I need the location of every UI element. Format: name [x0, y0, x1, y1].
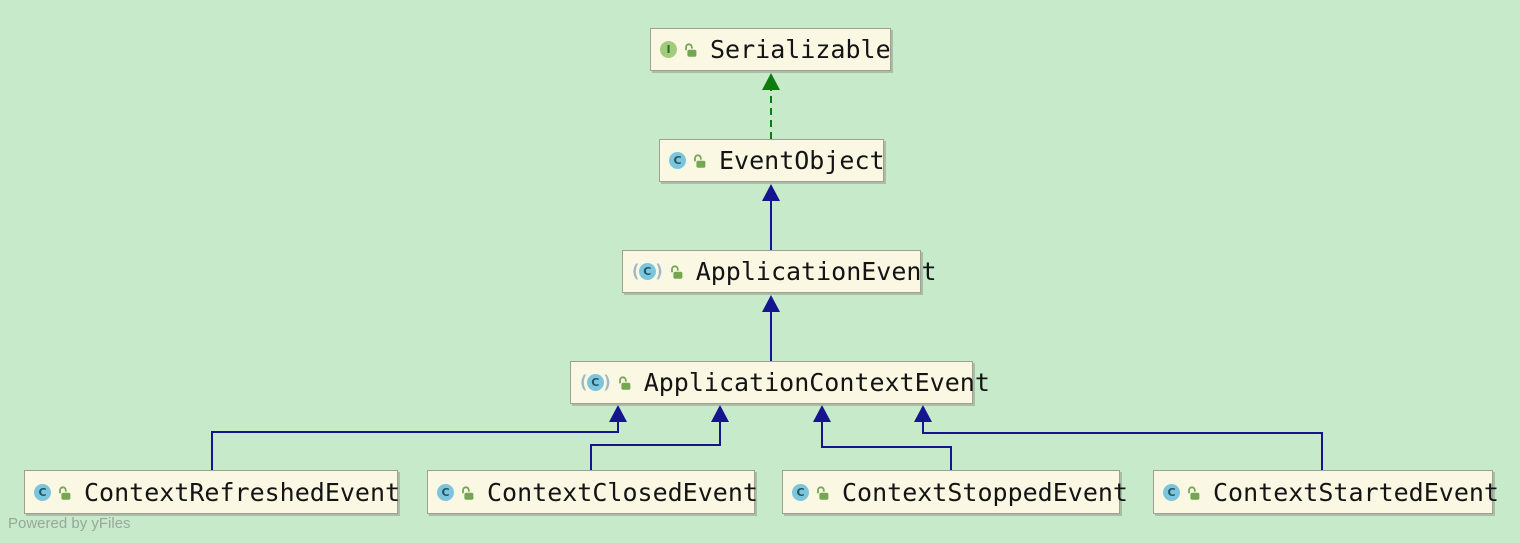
class-node-ApplicationContextEvent[interactable]: (C) ApplicationContextEvent	[570, 361, 990, 404]
class-icon: C	[669, 152, 686, 169]
abstract-class-icon: (C)	[630, 260, 665, 282]
badge-letter: C	[669, 152, 686, 169]
open-lock-icon	[618, 376, 631, 390]
edge-ContextClosedEvent-extends-ApplicationContextEvent	[590, 405, 729, 470]
class-node-EventObject[interactable]: C EventObject	[659, 139, 885, 182]
abstract-paren: )	[653, 260, 665, 282]
badge-letter: I	[660, 41, 677, 58]
class-node-Serializable[interactable]: I Serializable	[650, 28, 891, 71]
badge-letter: C	[792, 483, 809, 501]
badge-letter: C	[586, 374, 604, 391]
class-node-ApplicationEvent[interactable]: (C) ApplicationEvent	[622, 250, 937, 293]
class-node-label: ApplicationContextEvent	[643, 368, 990, 397]
class-node-label: ContextStoppedEvent	[842, 477, 1128, 507]
class-icon: C	[34, 483, 51, 501]
abstract-class-icon: (C)	[578, 371, 613, 393]
class-node-label: ContextStartedEvent	[1213, 477, 1499, 507]
open-lock-icon	[685, 43, 697, 57]
badge-letter: C	[638, 263, 656, 280]
open-lock-icon	[694, 154, 706, 168]
badge-letter: C	[34, 483, 51, 501]
class-node-ContextStoppedEvent[interactable]: C ContextStoppedEvent	[782, 470, 1128, 514]
class-node-label: EventObject	[719, 146, 885, 175]
abstract-paren: (	[578, 371, 589, 393]
edge-ContextStartedEvent-extends-ApplicationContextEvent	[914, 405, 1323, 470]
edge-ApplicationEvent-extends-EventObject	[762, 184, 780, 250]
class-node-ContextClosedEvent[interactable]: C ContextClosedEvent	[427, 470, 758, 514]
class-node-ContextRefreshedEvent[interactable]: C ContextRefreshedEvent	[24, 470, 401, 514]
edge-ContextStoppedEvent-extends-ApplicationContextEvent	[813, 405, 952, 470]
class-node-label: ApplicationEvent	[695, 257, 937, 286]
abstract-paren: (	[630, 260, 641, 282]
class-node-label: ContextRefreshedEvent	[84, 477, 401, 507]
class-node-label: ContextClosedEvent	[487, 477, 758, 507]
class-icon: C	[792, 483, 809, 501]
abstract-paren: )	[601, 371, 613, 393]
class-icon: C	[437, 483, 454, 501]
interface-icon: I	[660, 41, 677, 58]
open-lock-icon	[817, 485, 829, 500]
class-node-ContextStartedEvent[interactable]: C ContextStartedEvent	[1153, 470, 1499, 514]
open-lock-icon	[462, 485, 474, 500]
edge-ContextRefreshedEvent-extends-ApplicationContextEvent	[211, 405, 627, 470]
badge-letter: C	[437, 483, 454, 501]
open-lock-icon	[1188, 485, 1200, 500]
edge-EventObject-implements-Serializable	[762, 73, 780, 139]
open-lock-icon	[59, 485, 71, 500]
class-node-label: Serializable	[710, 35, 891, 64]
badge-letter: C	[1163, 483, 1180, 501]
open-lock-icon	[670, 265, 683, 279]
edge-ApplicationContextEvent-extends-ApplicationEvent	[762, 295, 780, 361]
yfiles-credit-label: Powered by yFiles	[8, 515, 131, 532]
class-icon: C	[1163, 483, 1180, 501]
